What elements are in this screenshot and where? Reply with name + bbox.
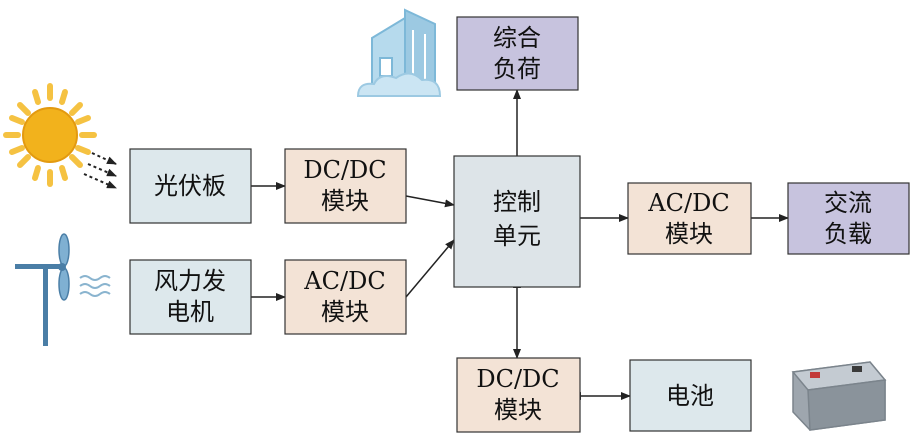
wind-turbine-icon	[15, 233, 70, 346]
acdc-wind-line1: AC/DC	[303, 267, 385, 295]
dcdc-pv-line2: 模块	[321, 187, 369, 215]
control-line1: 控制	[493, 188, 541, 216]
node-ac-load: 交流 负载	[787, 182, 910, 255]
node-acdc-output: AC/DC 模块	[627, 182, 752, 255]
wind-waves-icon	[79, 275, 111, 297]
node-dcdc-pv: DC/DC 模块	[284, 148, 407, 224]
ac-load-line2: 负载	[824, 220, 872, 248]
pv-panel-label: 光伏板	[154, 172, 226, 200]
battery-icon	[791, 361, 887, 431]
sun-icon	[3, 83, 97, 187]
dcdc-batt-line2: 模块	[494, 396, 542, 424]
sunlight-arrows	[83, 152, 117, 189]
dcdc-pv-line1: DC/DC	[303, 156, 386, 184]
wind-gen-line1: 风力发	[154, 267, 226, 295]
dcdc-batt-line1: DC/DC	[476, 365, 559, 393]
node-wind-generator: 风力发 电机	[129, 259, 252, 335]
building-icon	[356, 8, 442, 97]
composite-load-line2: 负荷	[493, 55, 541, 83]
acdc-out-line1: AC/DC	[647, 189, 729, 217]
ac-load-line1: 交流	[824, 189, 872, 217]
wind-gen-line2: 电机	[166, 298, 214, 326]
edge-acdc-to-control	[405, 239, 455, 298]
edge-dcdc-to-control	[405, 195, 455, 208]
connections	[251, 89, 789, 400]
node-control-unit: 控制 单元	[453, 155, 581, 288]
battery-label: 电池	[666, 382, 714, 410]
acdc-out-line2: 模块	[665, 220, 713, 248]
node-acdc-wind: AC/DC 模块	[284, 259, 407, 335]
node-battery: 电池	[629, 359, 752, 432]
acdc-wind-line2: 模块	[321, 298, 369, 326]
composite-load-line1: 综合	[493, 24, 541, 52]
node-composite-load: 综合 负荷	[456, 16, 579, 91]
control-line2: 单元	[493, 222, 541, 250]
node-pv-panel: 光伏板	[129, 148, 252, 224]
node-dcdc-battery: DC/DC 模块	[456, 357, 581, 433]
